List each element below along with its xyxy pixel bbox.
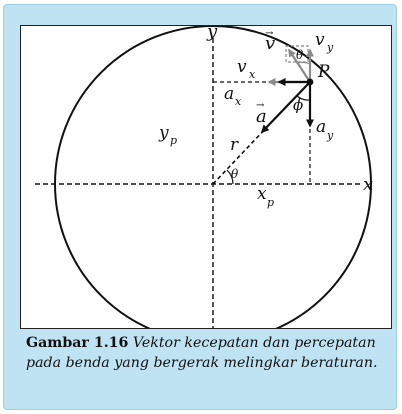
point-p (306, 78, 314, 86)
figure-box: y x P → v v y v x a x a y → a ϕ θ y p r … (3, 4, 397, 410)
yp-subscript: p (170, 134, 177, 147)
theta-top-label: θ (296, 48, 304, 62)
caption-text: Vektor kecepatan dan percepatan pada ben… (26, 335, 378, 371)
xp-subscript: p (267, 196, 274, 209)
xp-label: x (257, 184, 267, 204)
velocity-vector-v (288, 48, 311, 83)
vx-label: v (237, 57, 247, 77)
phi-arc (296, 95, 311, 101)
theta-top-arc (297, 61, 311, 65)
diagram-panel: y x P → v v y v x a x a y → a ϕ θ y p r … (20, 25, 392, 329)
phi-label: ϕ (293, 96, 303, 114)
theta-center-arc (226, 169, 234, 185)
point-p-label: P (317, 62, 330, 82)
acceleration-vector-a (260, 81, 311, 134)
y-axis-label: y (206, 26, 218, 42)
ay-subscript: y (326, 129, 334, 142)
vy-subscript: y (326, 41, 334, 54)
x-axis-label: x (363, 174, 373, 195)
figure-caption: Gambar 1.16 Vektor kecepatan dan percepa… (26, 333, 390, 373)
a-vector-label: a (256, 106, 267, 127)
a-vector-arrow-label: → (256, 100, 265, 111)
r-label: r (230, 135, 239, 155)
circular-motion-diagram: y x P → v v y v x a x a y → a ϕ θ y p r … (35, 26, 373, 328)
v-vector-arrow-label: → (265, 28, 274, 39)
ax-subscript: x (235, 95, 242, 108)
vx-subscript: x (249, 68, 256, 81)
v-vector-label: v (265, 33, 275, 54)
radius-line (212, 87, 305, 185)
theta-center-label: θ (231, 167, 239, 181)
caption-label: Gambar 1.16 (26, 335, 129, 351)
vy-label: v (315, 30, 325, 50)
ay-label: a (316, 117, 326, 137)
yp-label: y (158, 123, 169, 143)
ax-label: a (224, 84, 234, 104)
